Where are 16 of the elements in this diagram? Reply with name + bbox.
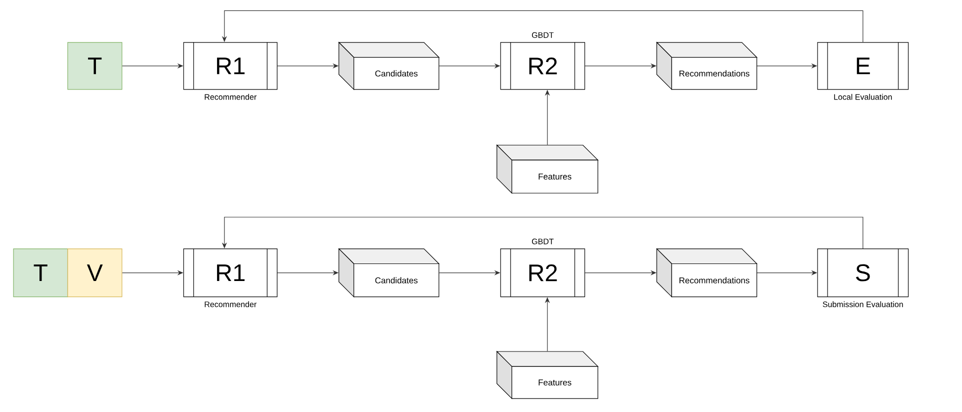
data-box: T <box>67 42 122 90</box>
node-label: GBDT <box>532 32 554 38</box>
process-box: R2 <box>500 248 586 298</box>
node-label: GBDT <box>532 238 554 244</box>
data-box: T <box>13 248 68 298</box>
process-box: E <box>817 42 909 90</box>
cube-box: Recommendations <box>656 248 758 298</box>
node-label: Local Evaluation <box>834 94 892 100</box>
node-label: Submission Evaluation <box>822 301 903 308</box>
process-box: R1 <box>183 248 278 298</box>
data-box: V <box>67 248 122 298</box>
process-box: R2 <box>500 42 586 90</box>
node-label: Recommender <box>204 94 256 100</box>
process-box: R1 <box>183 42 278 90</box>
process-box: S <box>817 248 909 298</box>
node-label: Recommender <box>204 301 256 308</box>
